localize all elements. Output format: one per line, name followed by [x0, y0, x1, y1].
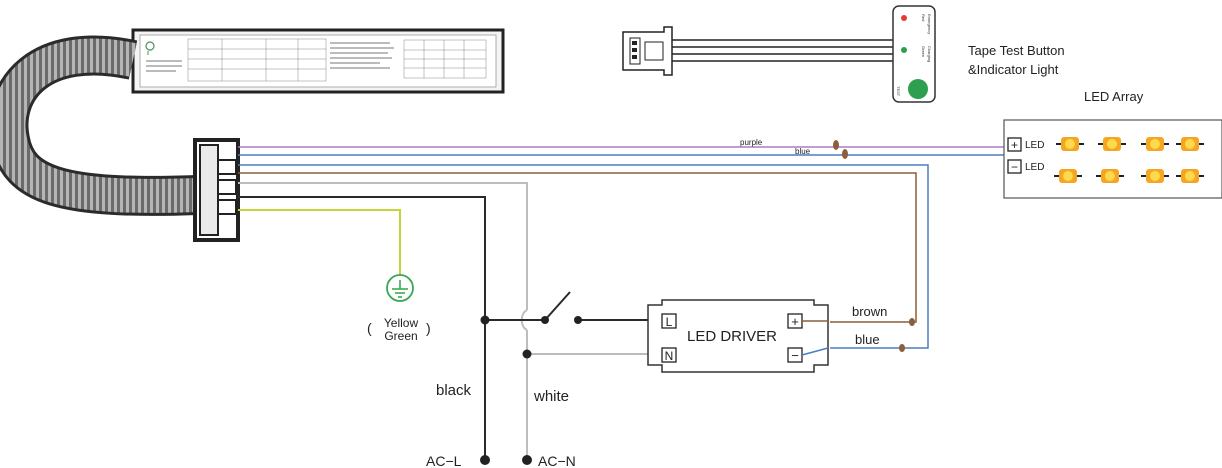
wire-nut-brown: [909, 318, 915, 326]
white-wire-supply: [238, 182, 528, 310]
test-push-button[interactable]: [908, 79, 928, 99]
emergency-driver-module: [131, 28, 505, 94]
ac-l-label: AC−L: [426, 453, 462, 468]
switch-contact-left: [541, 316, 549, 324]
driver-title: LED DRIVER: [687, 328, 777, 345]
purple-wire-label: purple: [740, 138, 763, 147]
led-minus-label: LED: [1025, 162, 1044, 173]
module-label-logo-icon: [145, 41, 155, 55]
brown-wire-label: brown: [852, 304, 887, 319]
red-indicator-icon: [901, 15, 907, 21]
module-label-fineprint: [146, 42, 394, 72]
junction-white: [522, 349, 532, 359]
yellow-green-paren-close: ): [426, 320, 431, 336]
driver-terminal-plus: +: [791, 314, 799, 329]
wire-nut-blue: [899, 344, 905, 352]
junction-black: [480, 315, 490, 325]
test-red-label: Red: [921, 14, 926, 21]
wire-nut-purple: [833, 140, 839, 150]
green-indicator-icon: [901, 47, 907, 53]
led-minus-sign: −: [1011, 160, 1018, 174]
blue-wire-bottom-label: blue: [855, 332, 880, 347]
driver-terminal-n: N: [665, 349, 674, 363]
led-array-label: LED Array: [1084, 89, 1144, 104]
test-charging-label: Charging: [927, 46, 932, 62]
white-wire-label: white: [533, 388, 569, 405]
yellow-green-paren-open: (: [367, 320, 372, 336]
test-green-label: Green: [921, 46, 926, 57]
black-wire: [238, 196, 486, 460]
test-button-label: TEST: [896, 86, 901, 97]
tape-test-button: Red Emergency Green Charging TEST: [622, 5, 936, 103]
wire-nut-blue-top: [842, 149, 848, 159]
driver-terminal-l: L: [666, 315, 673, 329]
yellow-green-wire: [238, 209, 401, 276]
indicator-light-label: &Indicator Light: [968, 62, 1059, 77]
brown-wire: [238, 172, 917, 323]
ac-n-label: AC−N: [538, 453, 576, 468]
wire-connector: [193, 138, 240, 242]
switch-contact-right: [574, 316, 582, 324]
green-label: Green: [384, 329, 417, 343]
blue-wire-bottom: [238, 164, 929, 349]
blue-wire-top-label: blue: [795, 147, 811, 156]
switch-arm[interactable]: [544, 291, 571, 321]
driver-terminal-minus: −: [791, 348, 799, 363]
terminal-ac-l[interactable]: [480, 455, 490, 465]
led-plus-sign: +: [1011, 138, 1018, 152]
ground-icon: [386, 274, 414, 302]
test-emergency-label: Emergency: [927, 14, 932, 34]
led-array: + − LED LED: [1003, 119, 1222, 199]
led-driver: L N + − LED DRIVER: [647, 299, 829, 373]
led-plus-label: LED: [1025, 140, 1044, 151]
terminal-ac-n[interactable]: [522, 455, 532, 465]
yellow-label: Yellow: [384, 316, 419, 330]
tape-test-button-label: Tape Test Button: [968, 43, 1065, 58]
black-wire-label: black: [436, 382, 472, 399]
module-label-table: [187, 38, 487, 82]
